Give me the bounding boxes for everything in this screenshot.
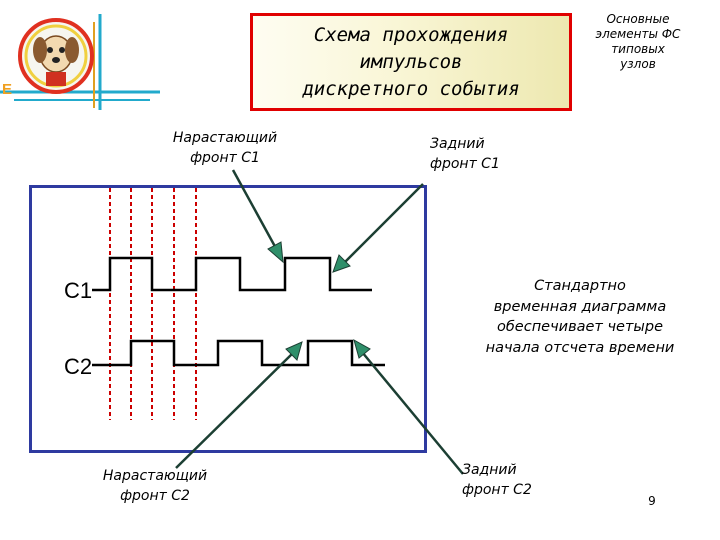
c1-label: C1 — [64, 278, 92, 303]
label-rising-edge-c2: Нарастающий фронт С2 — [102, 468, 208, 504]
arrow-fall-c2-head-icon — [353, 338, 371, 359]
arrow-rise-c1-shaft — [231, 169, 280, 253]
dog-nose-icon — [52, 57, 60, 63]
arrows — [175, 169, 464, 475]
plot-area — [56, 218, 410, 424]
standard-note: Стандартно временная диаграмма обеспечив… — [485, 278, 675, 356]
c1-waveform — [92, 256, 372, 292]
top-right-note: Основные элементы ФС типовых узлов — [595, 12, 681, 71]
c2-label: C2 — [64, 354, 92, 379]
dog-eye-left-icon — [47, 47, 53, 53]
diagram-frame — [29, 185, 427, 453]
c2-waveform — [92, 339, 385, 367]
arrow-rise-c2-shaft — [175, 351, 295, 469]
label-falling-edge-c1: Задний фронт С1 — [430, 136, 500, 172]
dog-body-icon — [46, 72, 66, 86]
label-falling-edge-c2: Задний фронт С2 — [462, 462, 532, 498]
dog-eye-right-icon — [59, 47, 65, 53]
arrow-fall-c2-shaft — [361, 351, 464, 475]
dog-ear-left-icon — [33, 37, 47, 63]
title-box: Схема прохождения импульсов дискретного … — [250, 13, 572, 111]
arrow-rise-c1-head-icon — [267, 241, 284, 264]
arrow-fall-c1-head-icon — [332, 254, 351, 273]
dog-ear-right-icon — [65, 37, 79, 63]
logo: E — [0, 14, 160, 110]
label-rising-edge-c1: Нарастающий фронт С1 — [172, 130, 278, 166]
page-number: 9 — [648, 494, 656, 508]
arrow-fall-c1-shaft — [343, 183, 424, 264]
page-title: Схема прохождения импульсов дискретного … — [302, 23, 520, 100]
logo-letter: E — [2, 81, 12, 98]
arrow-rise-c2-head-icon — [285, 341, 303, 361]
